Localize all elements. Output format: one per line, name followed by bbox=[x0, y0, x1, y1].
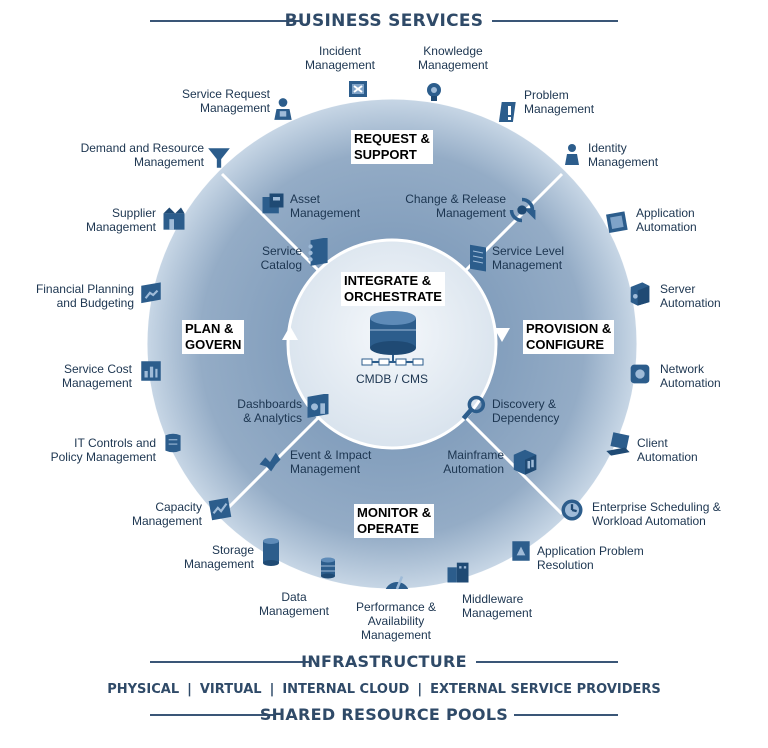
service-level-icon bbox=[466, 240, 490, 272]
funnel-icon bbox=[206, 145, 232, 171]
middleware-icon bbox=[444, 558, 472, 586]
incident-icon bbox=[346, 78, 370, 102]
pool-virtual: VIRTUAL bbox=[199, 682, 262, 697]
cmdb-cms-label: CMDB / CMS bbox=[356, 372, 428, 386]
mainframe-icon bbox=[510, 446, 540, 476]
chart-icon bbox=[138, 358, 164, 384]
app-problem-icon bbox=[508, 538, 534, 564]
financial-icon bbox=[138, 282, 164, 308]
pool-separator: | bbox=[417, 682, 423, 697]
header-rule-left bbox=[150, 20, 300, 22]
divider-se bbox=[462, 414, 564, 516]
arrow-left-up bbox=[282, 326, 298, 340]
integrate-orchestrate-label: INTEGRATE & ORCHESTRATE bbox=[341, 272, 445, 306]
gauge-icon bbox=[382, 564, 412, 594]
dashboards-analytics-label: Dashboards& Analytics bbox=[237, 397, 302, 425]
capacity-icon bbox=[207, 496, 233, 522]
pools-rule-right bbox=[514, 714, 618, 716]
request-support-label: REQUEST & SUPPORT bbox=[351, 130, 433, 164]
service-request-icon bbox=[270, 96, 296, 122]
pool-separator: | bbox=[269, 682, 275, 697]
pool-internal-cloud: INTERNAL CLOUD bbox=[282, 682, 410, 697]
business-services-title: BUSINESS SERVICES bbox=[284, 11, 484, 31]
shared-resource-pools-title: SHARED RESOURCE POOLS bbox=[259, 705, 509, 724]
divider-nw bbox=[220, 172, 322, 274]
provision-configure-label: PROVISION & CONFIGURE bbox=[523, 320, 615, 354]
discovery-dependency-label: Discovery &Dependency bbox=[492, 397, 560, 425]
pool-physical: PHYSICAL bbox=[107, 682, 180, 697]
scroll-icon bbox=[160, 430, 186, 456]
header-rule-right bbox=[492, 20, 618, 22]
event-impact-icon bbox=[256, 448, 284, 476]
infrastructure-title: INFRASTRUCTURE bbox=[301, 652, 467, 671]
app-automation-icon bbox=[604, 208, 632, 236]
server-icon bbox=[626, 280, 654, 308]
pool-separator: | bbox=[187, 682, 192, 697]
pools-rule-left bbox=[150, 714, 276, 716]
change-release-icon bbox=[508, 196, 536, 224]
cmdb-database-icon bbox=[361, 311, 424, 366]
arrow-right-down bbox=[494, 328, 510, 342]
warning-icon bbox=[497, 100, 521, 124]
scheduling-label: Enterprise Scheduling &Workload Automati… bbox=[592, 500, 721, 528]
database-icon bbox=[316, 556, 340, 580]
lightbulb-icon bbox=[422, 80, 446, 104]
resource-pools-row: PHYSICAL | VIRTUAL | INTERNAL CLOUD | EXTERNAL… bbox=[0, 682, 768, 697]
monitor-operate-label: MONITOR & OPERATE bbox=[354, 504, 435, 538]
network-icon bbox=[626, 360, 654, 388]
catalog-icon bbox=[305, 238, 331, 270]
plan-govern-label: PLAN & GOVERN bbox=[182, 320, 245, 354]
laptop-icon bbox=[604, 430, 632, 458]
supplier-icon bbox=[160, 204, 188, 232]
pool-external-providers: EXTERNAL SERVICE PROVIDERS bbox=[430, 682, 661, 697]
dashboard-icon bbox=[304, 394, 332, 422]
infra-rule-left bbox=[150, 661, 310, 663]
infra-rule-right bbox=[476, 661, 618, 663]
storage-icon bbox=[259, 536, 283, 568]
magnifier-icon bbox=[460, 394, 488, 422]
outer-ring-line bbox=[144, 96, 640, 592]
clock-icon bbox=[558, 496, 586, 524]
person-icon bbox=[560, 143, 584, 167]
asset-icon bbox=[259, 190, 287, 218]
